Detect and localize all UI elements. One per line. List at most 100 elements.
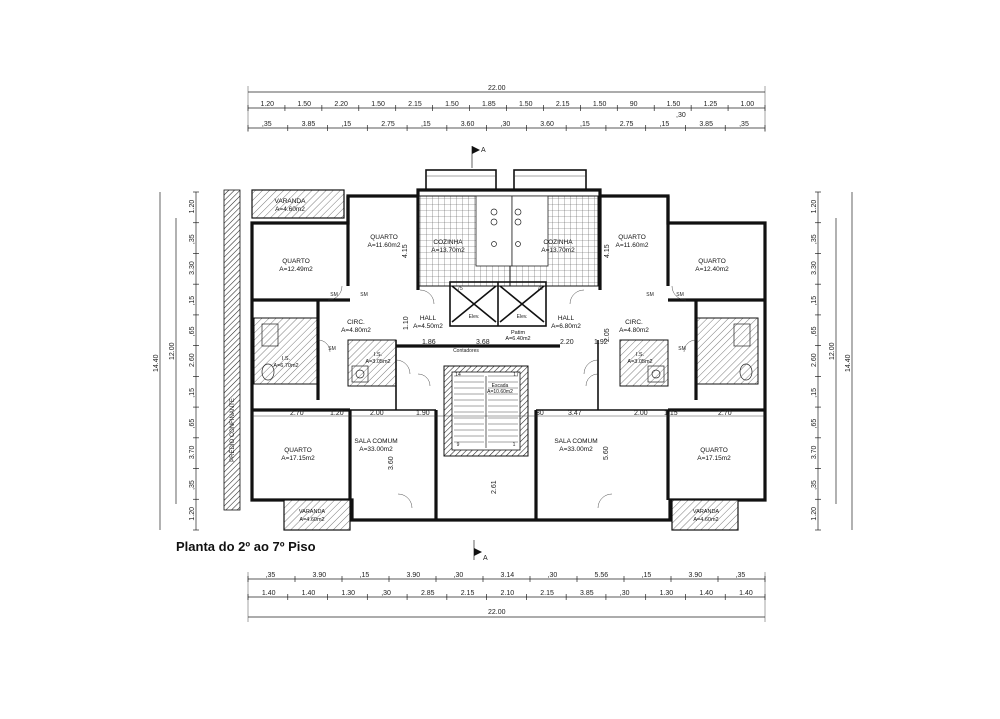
left-parts-label-0: 1.20 [189,200,196,214]
svg-text:A=17.15m2: A=17.15m2 [697,455,731,462]
top-ticks-1-label-9: 1.50 [593,101,607,108]
right-parts-label-5: 2.60 [811,353,818,367]
svg-text:A=6.40m2: A=6.40m2 [505,336,530,342]
svg-text:Patim: Patim [511,330,525,336]
svg-text:A=4.80m2: A=4.80m2 [619,327,649,334]
int-dim-12: 4.15 [402,244,409,258]
svg-text:QUARTO: QUARTO [700,447,728,454]
svg-text:QUARTO: QUARTO [282,258,310,265]
top-ticks-1-label-4: 2.15 [408,101,422,108]
top-ticks-2-label-0: ,35 [262,121,272,128]
top-ticks-2-label-1: 3.85 [302,121,316,128]
svg-text:A=10.60m2: A=10.60m2 [487,389,513,395]
left-parts-label-2: 3.30 [189,261,196,275]
int-dim-19: 2.20 [560,339,574,346]
top-ticks-1-label-13: 1.00 [741,101,755,108]
plan-title: Planta do 2º ao 7º Piso [176,539,316,554]
sm-label-5: SM [328,346,336,352]
right-parts-label-8: 3.70 [811,445,818,459]
svg-text:QUARTO: QUARTO [698,258,726,265]
svg-text:QUARTO: QUARTO [618,234,646,241]
bottom-ticks-1-label-2: ,15 [360,572,370,579]
int-dim-6: 2.00 [634,410,648,417]
top-ticks-1-label-7: 1.50 [519,101,533,108]
svg-text:A=33.00m2: A=33.00m2 [559,446,593,453]
right-inner-dim: 12.00 [829,342,836,360]
svg-text:A=3.05m2: A=3.05m2 [365,359,390,365]
svg-text:A=6.80m2: A=6.80m2 [551,323,581,330]
int-dim-10: 5.60 [603,446,610,460]
top-ticks-1-label-5: 1.50 [445,101,459,108]
right-parts-label-7: ,65 [811,419,818,429]
bottom-ticks-1-label-5: 3.14 [501,572,515,579]
svg-text:I.S.: I.S. [374,352,383,358]
int-dim-7: 1.15 [664,410,678,417]
bottom-ticks-1-label-4: ,30 [454,572,464,579]
left-inner-dim: 12.00 [169,342,176,360]
top-ticks-1-label-12: 1.25 [704,101,718,108]
left-parts-label-9: ,35 [189,480,196,490]
room-is-left-outer: I.S.A=6.70m2 [273,356,298,369]
top-row1-extra-dim: ,30 [676,112,686,119]
dim-75-left: 75 [457,286,463,292]
top-ticks-1-label-11: 1.50 [667,101,681,108]
top-ticks-2-label-12: ,35 [739,121,749,128]
top-ticks-2-label-2: ,15 [341,121,351,128]
left-parts-label-6: ,15 [189,388,196,398]
svg-text:COZINHA: COZINHA [543,239,573,246]
bottom-ticks-2-label-0: 1.40 [262,590,276,597]
top-ticks-2-label-7: 3.60 [540,121,554,128]
sm-label-6: SM [678,346,686,352]
int-dim-13: 4.15 [604,244,611,258]
int-dim-14: 1.10 [403,316,410,330]
bottom-ticks-1-label-10: ,35 [736,572,746,579]
svg-text:SALA COMUM: SALA COMUM [554,438,597,445]
room-circ-right: CIRC.A=4.80m2 [619,319,649,334]
top-ticks-2-label-9: 2.75 [620,121,634,128]
svg-text:VARANDA: VARANDA [275,198,307,205]
bottom-ticks-2-label-6: 2.10 [501,590,515,597]
int-dim-4: 30 [536,410,544,417]
top-ticks-1-label-10: 90 [630,101,638,108]
svg-text:A=4.80m2: A=4.80m2 [341,327,371,334]
svg-text:CIRC.: CIRC. [347,319,365,326]
left-parts-label-8: 3.70 [189,445,196,459]
neighbour-label: PRÉDIO CONFINANTE [229,398,236,462]
svg-text:A=11.60m2: A=11.60m2 [368,242,401,249]
int-dim-5: 3.47 [568,410,582,417]
section-mark-bottom: A [473,540,488,562]
bottom-ticks-1-label-8: ,15 [642,572,652,579]
svg-text:I.S.: I.S. [636,352,645,358]
svg-text:A=12.40m2: A=12.40m2 [695,266,729,273]
top-ticks-2-label-11: 3.85 [699,121,713,128]
left-dimension-lines: 14.40 12.00 1.20,353.30,15,652.60,15,653… [153,191,199,531]
svg-text:VARANDA: VARANDA [299,509,326,515]
int-dim-11: 2.61 [491,480,498,494]
bottom-ticks-2-label-12: 1.40 [739,590,753,597]
kitchen-tiles [417,195,599,287]
room-circ-left: CIRC.A=4.80m2 [341,319,371,334]
bottom-ticks-2-label-2: 1.30 [341,590,355,597]
int-dim-8: 2.70 [718,410,732,417]
bottom-ticks-1-label-0: ,35 [266,572,276,579]
svg-text:A=11.60m2: A=11.60m2 [616,242,649,249]
right-parts-label-2: 3.30 [811,261,818,275]
svg-text:SALA COMUM: SALA COMUM [354,438,397,445]
svg-text:HALL: HALL [558,315,575,322]
sm-label-1: SM [330,292,338,298]
top-ticks-1-label-2: 2.20 [334,101,348,108]
right-dimension-lines: 14.40 12.00 1.20,353.30,15,652.60,15,653… [811,191,853,531]
bottom-ticks-2-label-10: 1.30 [660,590,674,597]
elevator-label-right: Elev. [517,314,528,320]
right-parts-label-9: ,35 [811,480,818,490]
svg-text:QUARTO: QUARTO [284,447,312,454]
